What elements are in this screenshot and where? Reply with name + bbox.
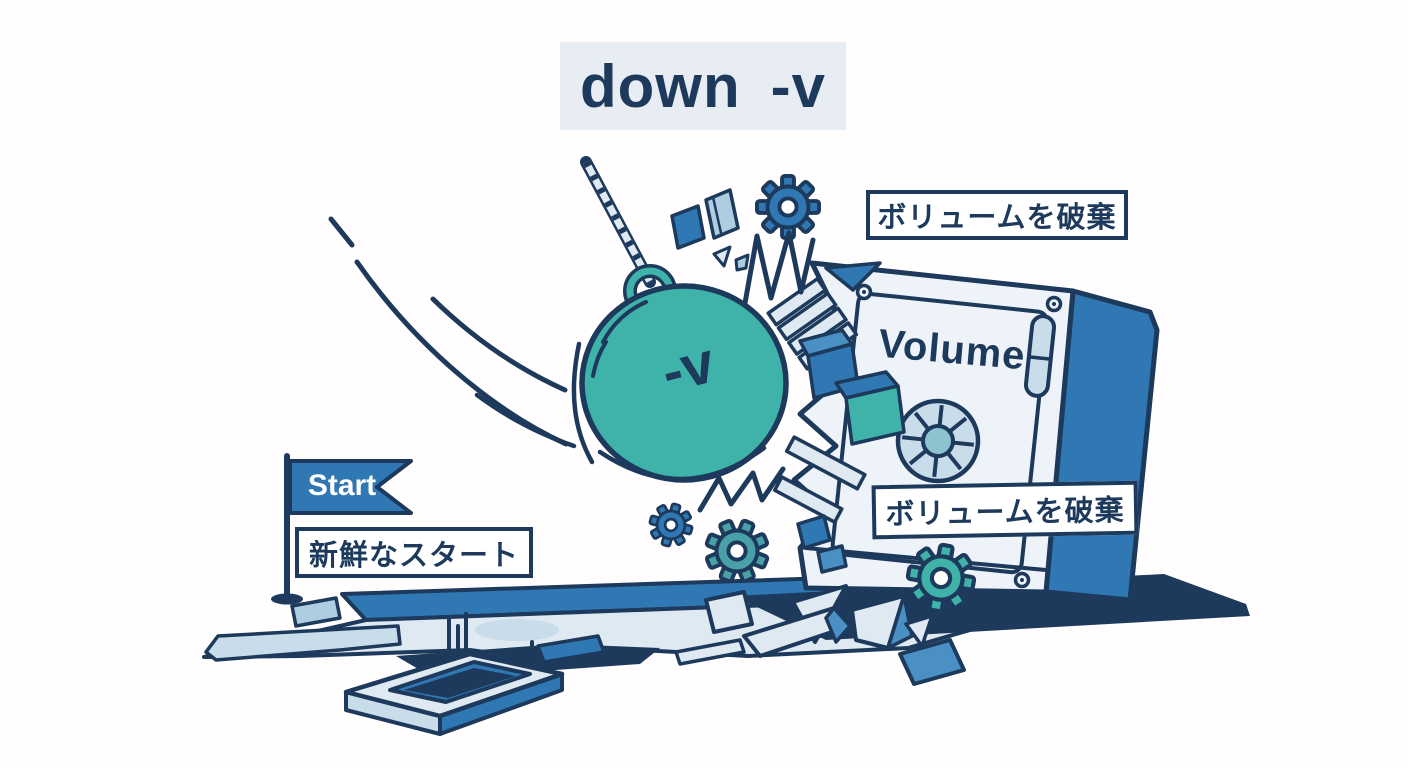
platform-rubble — [536, 634, 746, 666]
flag-pole-base — [271, 593, 303, 605]
wrecking-ball — [579, 264, 789, 483]
ball-under-arc — [597, 445, 767, 482]
safe-dial-icon — [895, 398, 981, 484]
title-box: down -v — [560, 42, 846, 130]
safe-corner-chip — [824, 261, 882, 292]
callout-discard-top: ボリュームを破棄 — [866, 190, 1128, 240]
title-command: down — [580, 52, 741, 120]
broken-slab-chunk — [343, 651, 565, 736]
gear-icon-small — [643, 497, 699, 553]
safe-foot — [1084, 596, 1118, 608]
safe-foot — [1124, 600, 1146, 610]
safe — [791, 260, 1160, 610]
callout-discard-middle: ボリュームを破棄 — [871, 480, 1139, 540]
impact-lines — [697, 230, 816, 513]
debris-field — [704, 584, 966, 686]
safe-handle — [1023, 314, 1057, 398]
floor-stain — [475, 619, 559, 641]
flying-debris — [670, 188, 750, 272]
flag-banner — [288, 459, 413, 515]
start-flag — [271, 453, 413, 605]
motion-lines — [328, 216, 595, 465]
rope — [580, 156, 656, 288]
callout-fresh-start: 新鮮なスタート — [295, 527, 533, 578]
platform-bevel — [204, 624, 402, 662]
title-flag: -v — [770, 52, 826, 120]
spilling-blocks — [766, 277, 906, 574]
start-flag-label: Start — [307, 469, 377, 502]
gear-icon-top — [754, 173, 822, 241]
platform-block — [290, 596, 342, 628]
